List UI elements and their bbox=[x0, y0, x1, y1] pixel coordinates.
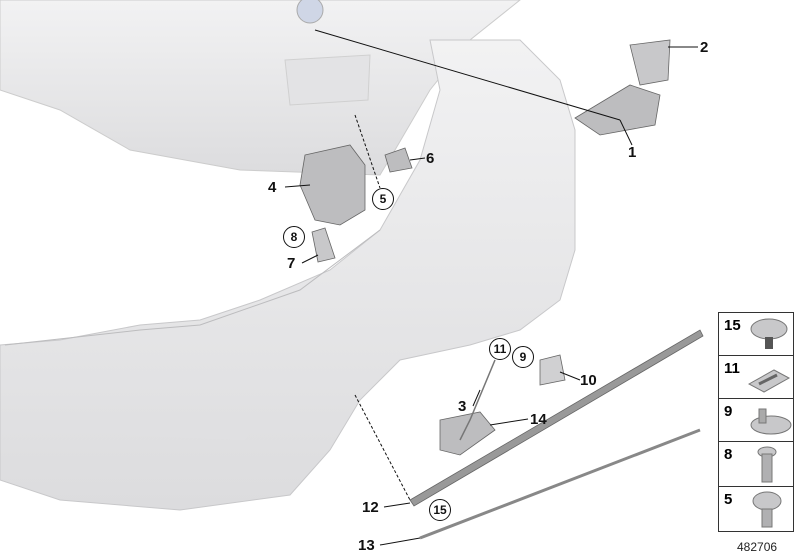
part-14-module bbox=[439, 411, 496, 456]
grommet-icon bbox=[750, 408, 792, 435]
callout-10: 10 bbox=[580, 372, 597, 389]
callout-2: 2 bbox=[700, 39, 709, 56]
callout-3: 3 bbox=[458, 398, 467, 415]
bolt-icon bbox=[752, 491, 782, 528]
part-2-bracket bbox=[629, 39, 671, 86]
callout-1: 1 bbox=[628, 144, 637, 161]
diagram-part-number: 482706 bbox=[737, 540, 778, 554]
callout-6: 6 bbox=[426, 150, 435, 167]
callout-9: 9 bbox=[512, 346, 534, 368]
legend-item-15: 15 bbox=[718, 312, 794, 356]
part-12-strip bbox=[409, 329, 704, 507]
callout-11: 11 bbox=[489, 338, 511, 360]
part-1-handle bbox=[574, 84, 661, 136]
part-13-cable bbox=[419, 428, 701, 540]
callout-13: 13 bbox=[358, 537, 375, 554]
legend-item-8: 8 bbox=[718, 441, 794, 487]
callout-7: 7 bbox=[287, 255, 296, 272]
part-10-grommet bbox=[539, 354, 566, 386]
legend-item-9: 9 bbox=[718, 398, 794, 442]
rear-bumper bbox=[0, 39, 576, 511]
screw-icon bbox=[757, 446, 777, 483]
part-3-cable bbox=[459, 359, 496, 441]
callout-12: 12 bbox=[362, 499, 379, 516]
callout-5: 5 bbox=[372, 188, 394, 210]
part-6-actuator bbox=[384, 147, 413, 173]
part-4-lock bbox=[299, 144, 366, 226]
part-7-bracket bbox=[311, 227, 336, 263]
callout-15: 15 bbox=[429, 499, 451, 521]
trunk-lid bbox=[0, 0, 521, 176]
callout-14: 14 bbox=[530, 411, 547, 428]
clip-icon bbox=[750, 318, 788, 349]
bmw-logo bbox=[296, 0, 324, 24]
bracket-nut-icon bbox=[747, 369, 791, 393]
legend-item-5: 5 bbox=[718, 486, 794, 532]
legend-item-11: 11 bbox=[718, 355, 794, 399]
callout-4: 4 bbox=[268, 179, 277, 196]
callout-8: 8 bbox=[283, 226, 305, 248]
